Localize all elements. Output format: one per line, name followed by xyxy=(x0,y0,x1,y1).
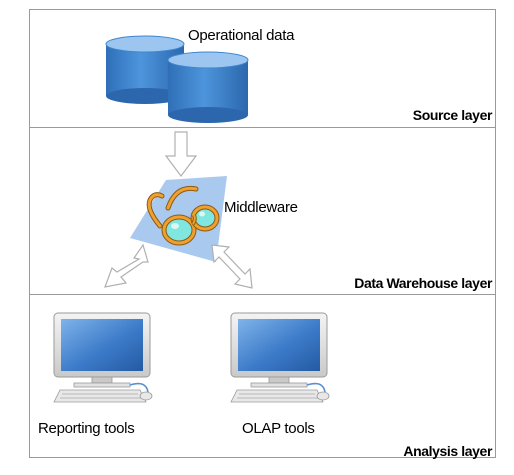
middleware-label: Middleware xyxy=(224,199,298,216)
computer-icon-olap xyxy=(230,312,330,403)
operational-data-label: Operational data xyxy=(188,27,295,44)
database-cylinder-front xyxy=(167,51,249,123)
bidirectional-arrow-right-icon xyxy=(211,244,253,289)
database-icon xyxy=(105,35,249,123)
layer-divider-source-warehouse xyxy=(29,127,496,128)
down-arrow-icon xyxy=(164,131,198,177)
analysis-layer-label: Analysis layer xyxy=(403,443,492,459)
middleware-icon xyxy=(130,176,227,262)
glasses-icon xyxy=(146,185,220,246)
source-layer-label: Source layer xyxy=(412,107,493,123)
data-warehouse-layer-label: Data Warehouse layer xyxy=(354,275,492,291)
computer-icon-reporting xyxy=(53,312,153,403)
layer-divider-warehouse-analysis xyxy=(29,294,496,295)
bidirectional-arrow-left-icon xyxy=(104,243,149,288)
olap-tools-label: OLAP tools xyxy=(242,420,315,437)
diagram-frame xyxy=(29,9,496,458)
reporting-tools-label: Reporting tools xyxy=(38,420,135,437)
